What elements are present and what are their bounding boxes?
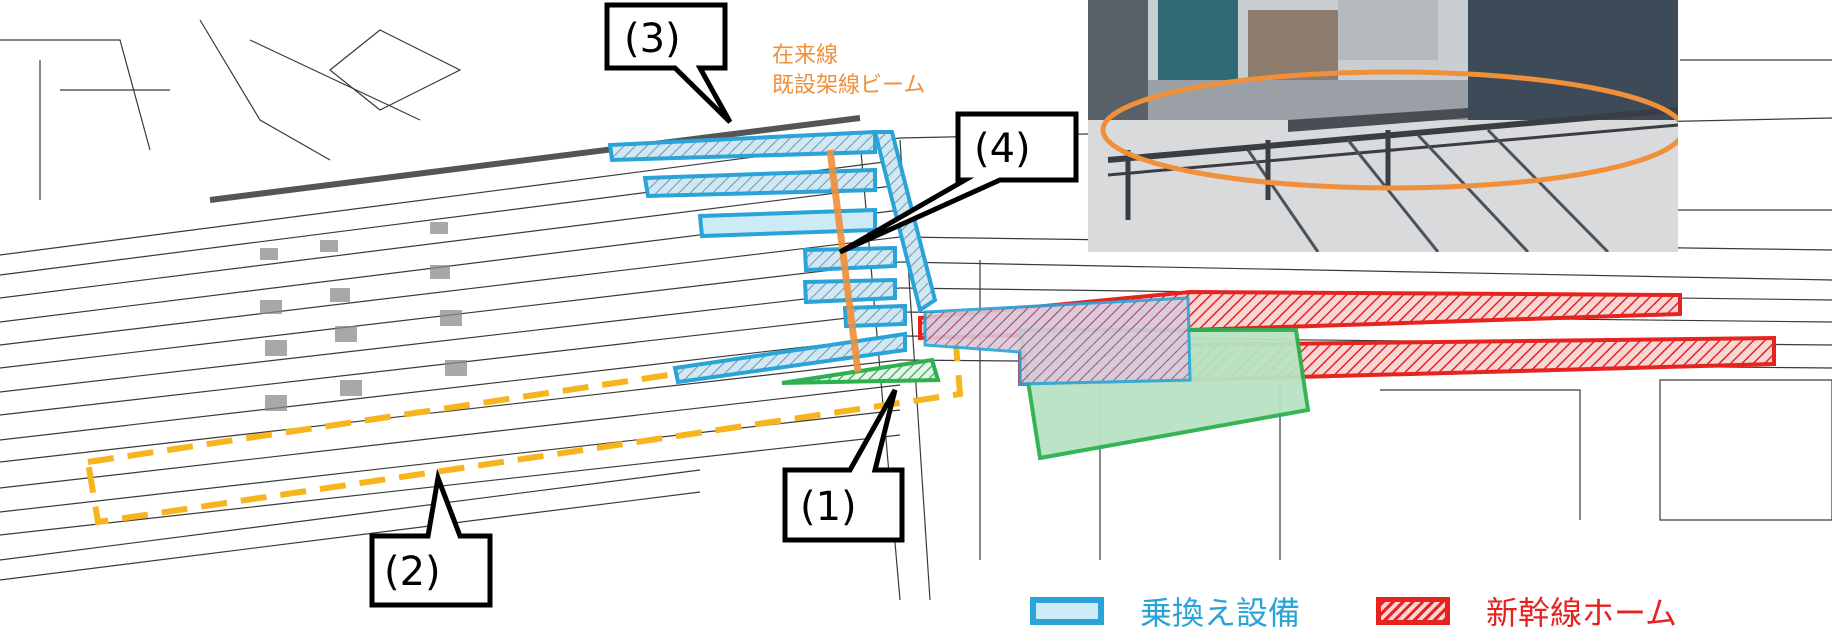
existing-platforms — [260, 222, 467, 411]
legend-swatch-transfer — [1030, 597, 1104, 625]
station-photo-illustration — [1088, 0, 1678, 252]
legend-item-transfer: 乗換え設備 — [1030, 590, 1300, 632]
area-2-dashed-outline — [84, 328, 964, 526]
legend-label-transfer: 乗換え設備 — [1140, 594, 1301, 632]
legend-label-shinkansen: 新幹線ホーム — [1486, 594, 1678, 632]
callout-3-text: (3) — [624, 16, 681, 62]
callout-1: (1) — [782, 388, 905, 543]
legend-swatch-shinkansen — [1376, 597, 1450, 625]
transfer-facility-overlap — [923, 296, 1192, 386]
callout-2: (2) — [369, 468, 493, 608]
callout-1-text: (1) — [800, 484, 857, 530]
transfer-facility — [607, 129, 938, 385]
beam-label-line1: 在来線 — [772, 43, 838, 68]
callout-2-text: (2) — [384, 549, 441, 595]
legend-item-shinkansen: 新幹線ホーム — [1376, 590, 1677, 632]
overhead-beam-ellipse — [1100, 69, 1678, 191]
legend: 乗換え設備 新幹線ホーム — [1030, 590, 1750, 632]
callout-3: (3) — [604, 2, 733, 124]
callout-4: (4) — [838, 111, 1079, 255]
existing-beam-line — [826, 149, 862, 373]
beam-label-line2: 既設架線ビーム — [772, 73, 925, 98]
callout-4-text: (4) — [974, 126, 1031, 172]
station-photo — [1088, 0, 1678, 252]
